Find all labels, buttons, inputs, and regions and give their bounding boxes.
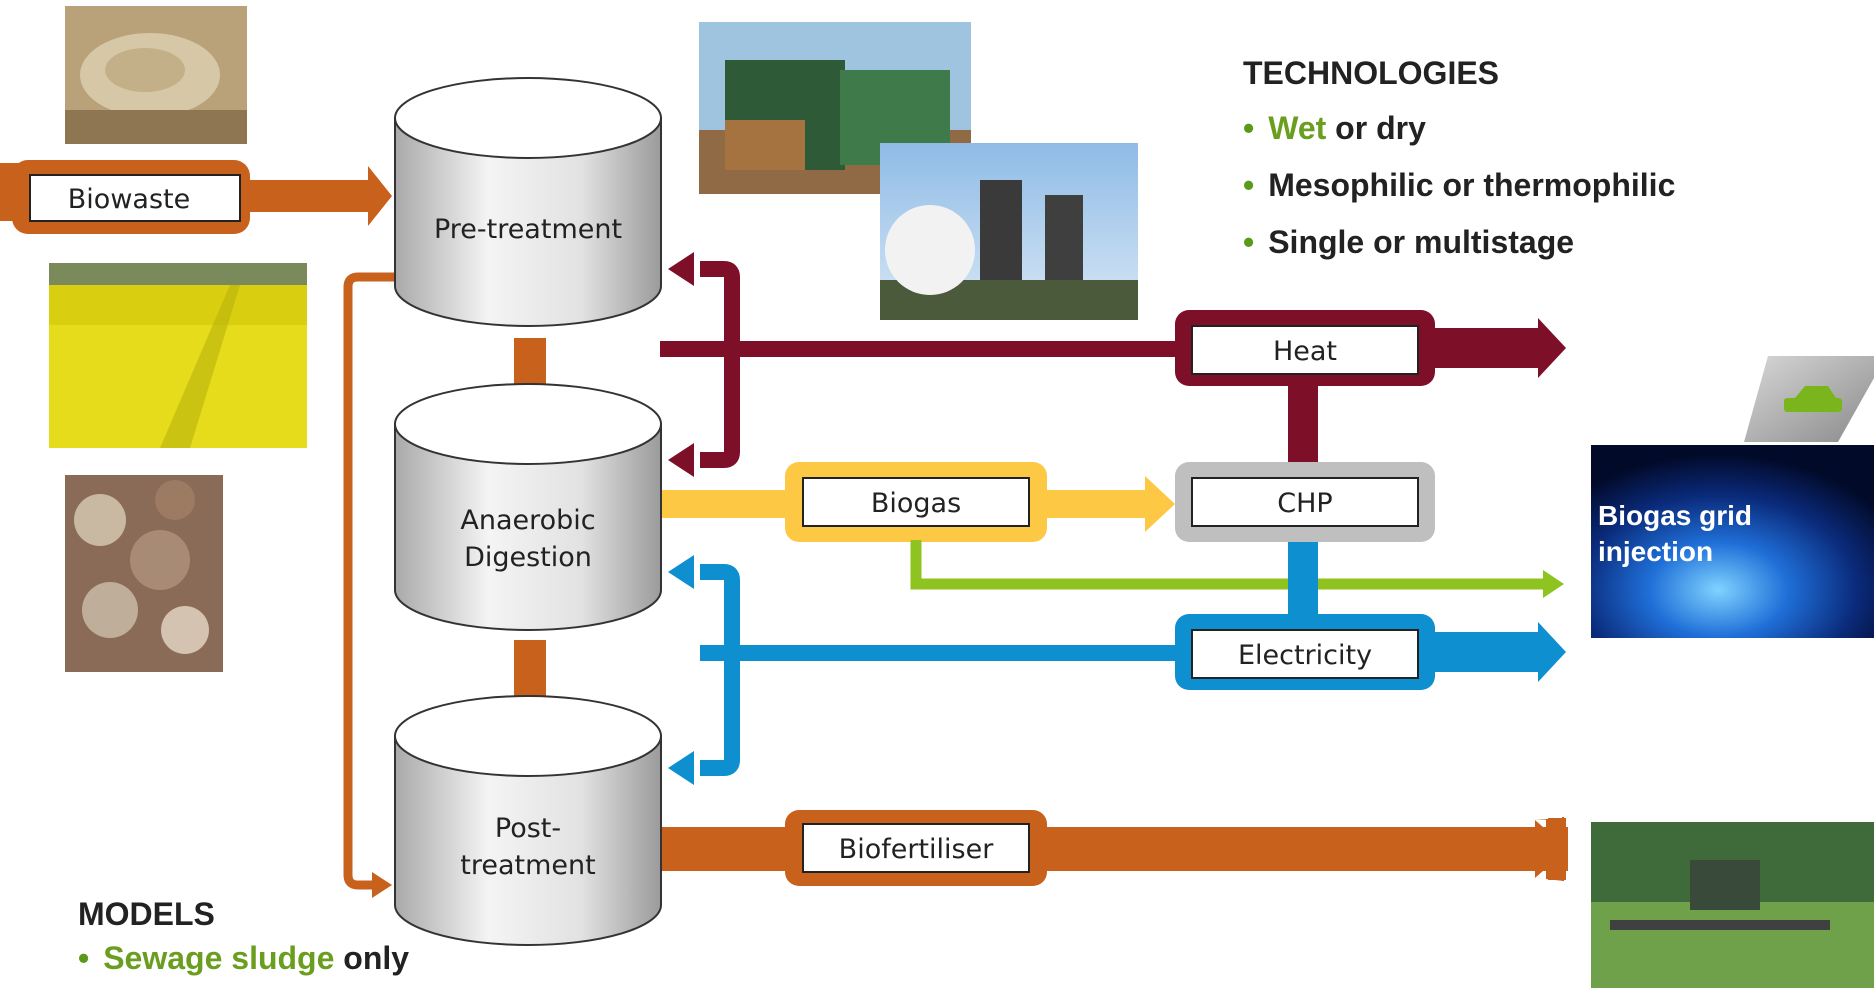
chp-box: CHP — [1175, 462, 1435, 542]
heat-box: Heat — [1191, 325, 1419, 375]
rapeseed-field-photo — [49, 263, 307, 448]
biogas-box: Biogas — [802, 477, 1030, 527]
biowaste-label: Biowaste — [68, 184, 190, 215]
technologies-section: TECHNOLOGIES •Wet or dry •Mesophilic or … — [1243, 55, 1675, 271]
biowaste-box: Biowaste — [29, 174, 241, 222]
grid-injection-label: Biogas grid injection — [1598, 498, 1752, 570]
posttreatment-cylinder: Post- treatment — [394, 695, 662, 946]
technology-item: •Mesophilic or thermophilic — [1243, 167, 1676, 203]
bullet-icon: • — [1243, 110, 1255, 146]
grid-injection-line1: Biogas grid — [1598, 500, 1753, 531]
anaerobic-label: Anaerobic — [460, 505, 595, 536]
tractor-spreader-photo — [1591, 822, 1874, 988]
electricity-label: Electricity — [1238, 640, 1372, 671]
grid-injection-line2: injection — [1598, 536, 1714, 567]
electricity-flow — [668, 540, 1566, 785]
biofertiliser-box-group: Biofertiliser — [785, 810, 1047, 886]
electricity-box: Electricity — [1191, 629, 1419, 679]
technologies-list: •Wet or dry •Mesophilic or thermophilic … — [1243, 100, 1675, 271]
digestion-label: Digestion — [464, 542, 592, 573]
gas-flame-photo — [1591, 445, 1874, 638]
grid-injection-flow — [910, 540, 1564, 598]
biowaste-photo — [65, 6, 247, 144]
technology-item: •Wet or dry — [1243, 110, 1426, 146]
model-item: •Sewage sludge only — [78, 940, 410, 976]
biogas-tanks-photo — [880, 143, 1138, 320]
models-list: •Sewage sludge only — [78, 933, 409, 983]
bullet-icon: • — [1243, 224, 1255, 260]
biofertiliser-label: Biofertiliser — [839, 834, 995, 865]
models-heading: MODELS — [78, 896, 215, 932]
heat-label: Heat — [1273, 336, 1337, 367]
pretreatment-label: Pre-treatment — [434, 214, 622, 245]
bullet-icon: • — [1243, 167, 1255, 203]
pretreatment-cylinder: Pre-treatment — [394, 77, 662, 327]
models-section: MODELS •Sewage sludge only — [78, 896, 409, 983]
biofertiliser-arrow — [1535, 818, 1568, 878]
food-waste-photo — [65, 475, 223, 672]
post-label: Post- — [495, 813, 561, 844]
technology-item: •Single or multistage — [1243, 224, 1575, 260]
technologies-heading: TECHNOLOGIES — [1243, 55, 1500, 91]
anaerobic-digestion-cylinder: Anaerobic Digestion — [394, 383, 662, 631]
chp-label: CHP — [1277, 488, 1332, 519]
bypass-flow — [343, 272, 395, 898]
car-icon — [1744, 356, 1874, 442]
bullet-icon: • — [78, 940, 90, 976]
treatment-label: treatment — [460, 850, 595, 881]
biogas-label: Biogas — [871, 488, 961, 519]
